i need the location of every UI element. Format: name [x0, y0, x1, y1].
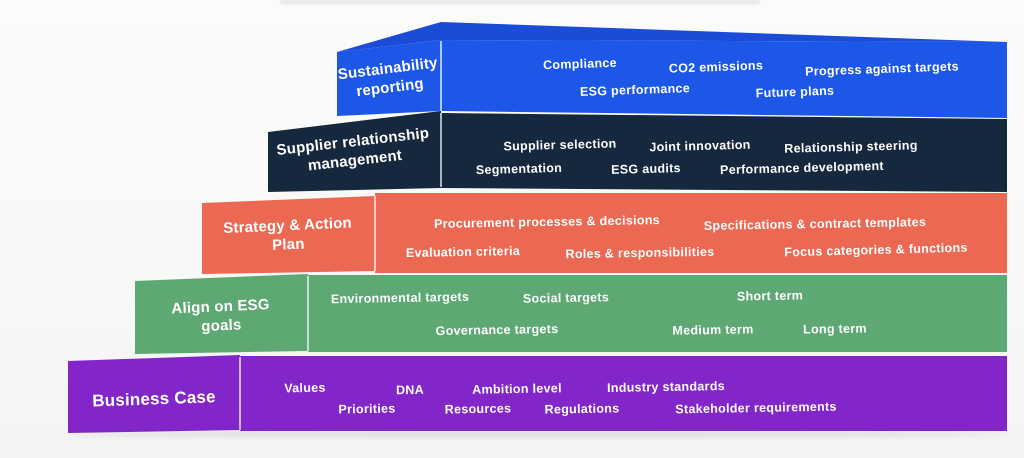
layer-body — [441, 113, 1007, 192]
layer-label-panel — [337, 40, 441, 116]
item-future-plans: Future plans — [755, 83, 835, 101]
item-industry-standards: Industry standards — [606, 378, 726, 396]
item-values: Values — [284, 380, 326, 396]
item-long-term: Long term — [802, 321, 868, 337]
item-governance-targets: Governance targets — [435, 321, 559, 339]
layer-body — [441, 40, 1007, 118]
item-stakeholder-requirements: Stakeholder requirements — [675, 399, 837, 417]
layer-label-panel — [68, 355, 240, 433]
label-divider — [374, 196, 376, 271]
item-short-term: Short term — [736, 288, 804, 304]
item-segmentation: Segmentation — [475, 160, 563, 178]
item-resources: Resources — [444, 401, 512, 417]
layer-label-panel — [135, 274, 308, 354]
item-priorities: Priorities — [338, 401, 396, 417]
item-environmental-targets: Environmental targets — [330, 289, 470, 307]
layer-body — [240, 356, 1007, 431]
layer-body — [308, 275, 1007, 352]
item-roles-responsibilities: Roles & responsibilities — [565, 244, 715, 262]
item-compliance: Compliance — [542, 55, 618, 73]
item-esg-audits: ESG audits — [610, 161, 682, 177]
item-dna: DNA — [395, 382, 425, 398]
label-divider — [440, 113, 442, 187]
item-evaluation-criteria: Evaluation criteria — [405, 244, 521, 260]
item-medium-term: Medium term — [672, 322, 754, 338]
layer-label: Strategy & Action Plan — [222, 214, 353, 254]
layer-label: Align on ESG goals — [171, 296, 270, 335]
item-ambition-level: Ambition level — [472, 381, 562, 397]
item-supplier-selection: Supplier selection — [503, 136, 617, 154]
layer-body — [375, 193, 1007, 273]
video-artifact — [280, 0, 760, 4]
label-divider — [440, 41, 442, 111]
label-divider — [307, 276, 309, 351]
base-shadow — [62, 431, 1010, 437]
item-joint-innovation: Joint innovation — [649, 137, 751, 155]
item-regulations: Regulations — [544, 401, 620, 417]
label-divider — [239, 357, 241, 430]
layer-label-panel — [202, 196, 375, 274]
item-social-targets: Social targets — [522, 290, 610, 306]
layer-label: Business Case — [91, 387, 217, 411]
